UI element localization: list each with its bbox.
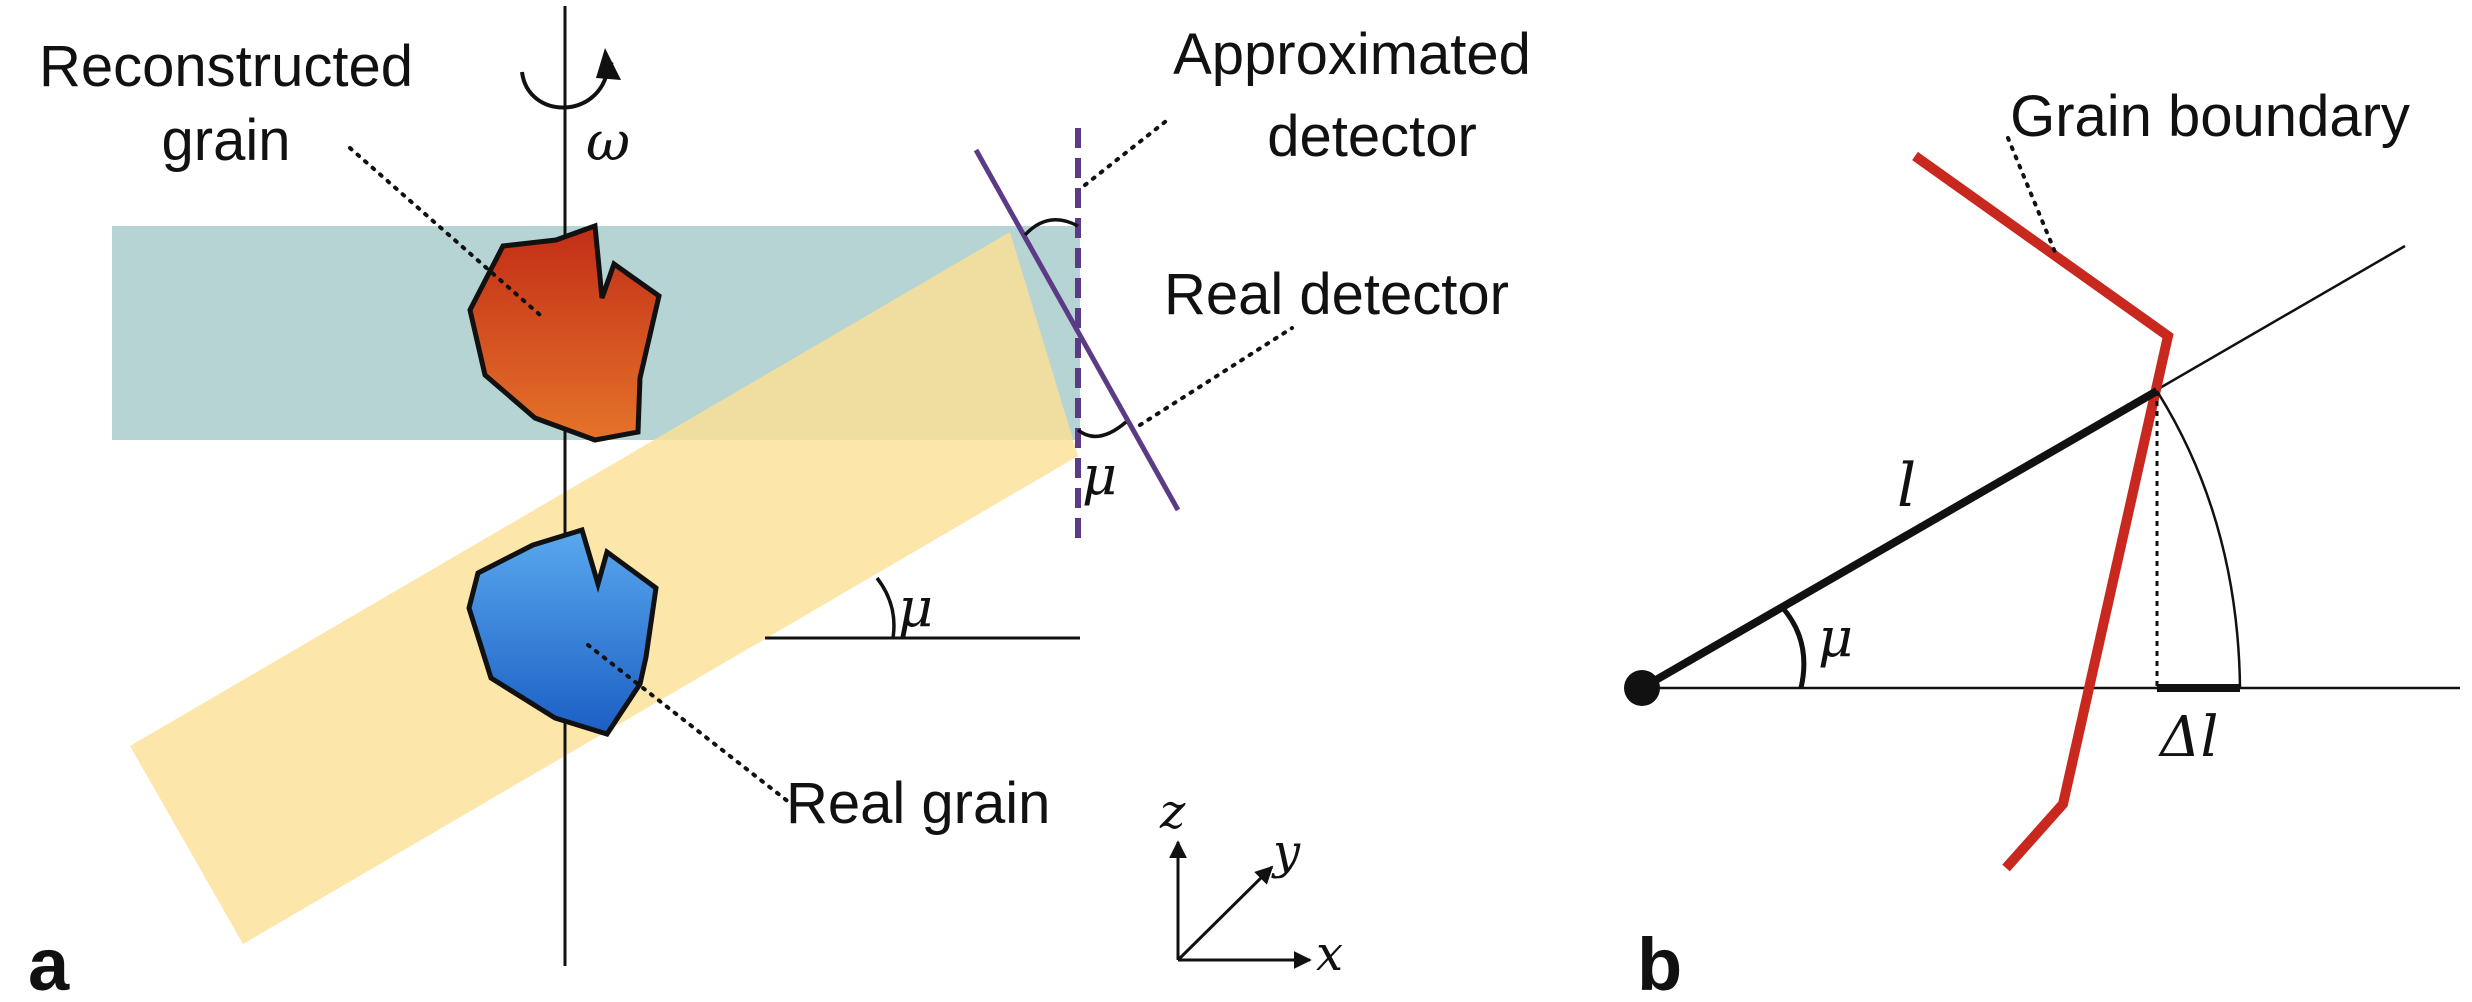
delta-l-label: Δl (2158, 705, 2218, 770)
grain-boundary (1912, 151, 2174, 872)
detector-mu-label: μ (1082, 444, 1117, 507)
coordinate-axes: z y x (1159, 784, 1343, 982)
real-detector-leader (1138, 326, 1294, 427)
origin-point (1624, 670, 1660, 706)
reconstructed-grain (467, 222, 662, 443)
panel-a-letter: a (28, 923, 70, 1002)
real-detector-label: Real detector (1164, 262, 1509, 327)
panel-b-letter: b (1637, 923, 1682, 1002)
omega-label: ω (586, 110, 630, 173)
panel-b: μ Grain boundary l Δl b (1624, 84, 2460, 1002)
detector-angle-arc-top (1023, 218, 1079, 237)
beam-mu-label: μ (898, 576, 933, 639)
x-axis-label: x (1316, 926, 1343, 982)
mu-label-b: μ (1818, 606, 1853, 669)
rotation-arrow-head-icon (596, 48, 621, 80)
reconstructed-leader (348, 146, 542, 317)
z-axis-label: z (1159, 784, 1186, 840)
rotation-arrow (520, 60, 614, 110)
rotation-arc (2155, 390, 2242, 689)
grain-boundary-leader (2006, 136, 2057, 254)
mu-angle-arc (1779, 604, 1807, 689)
approximated-detector-label-line1: Approximated (1173, 22, 1531, 87)
real-grain-leader (586, 643, 792, 805)
y-axis-label: y (1271, 824, 1301, 880)
detector-angle-arc-bottom (1076, 420, 1128, 439)
real-detector (973, 148, 1181, 512)
l-label: l (1897, 451, 1916, 521)
reconstructed-grain-label-line1: Reconstructed (39, 34, 413, 99)
real-grain (466, 526, 659, 737)
panel-a: ω μ μ Reconstructed grain Approximated d… (28, 6, 1531, 1002)
length-l-segment (1640, 387, 2159, 692)
approximated-leader (1083, 116, 1172, 187)
y-axis (1176, 865, 1274, 962)
grain-boundary-label: Grain boundary (2010, 84, 2410, 149)
real-grain-label: Real grain (786, 771, 1050, 836)
approximated-detector-label-line2: detector (1267, 104, 1477, 169)
beam-angle-arc (875, 576, 896, 639)
reconstructed-grain-label-line2: grain (162, 108, 291, 173)
